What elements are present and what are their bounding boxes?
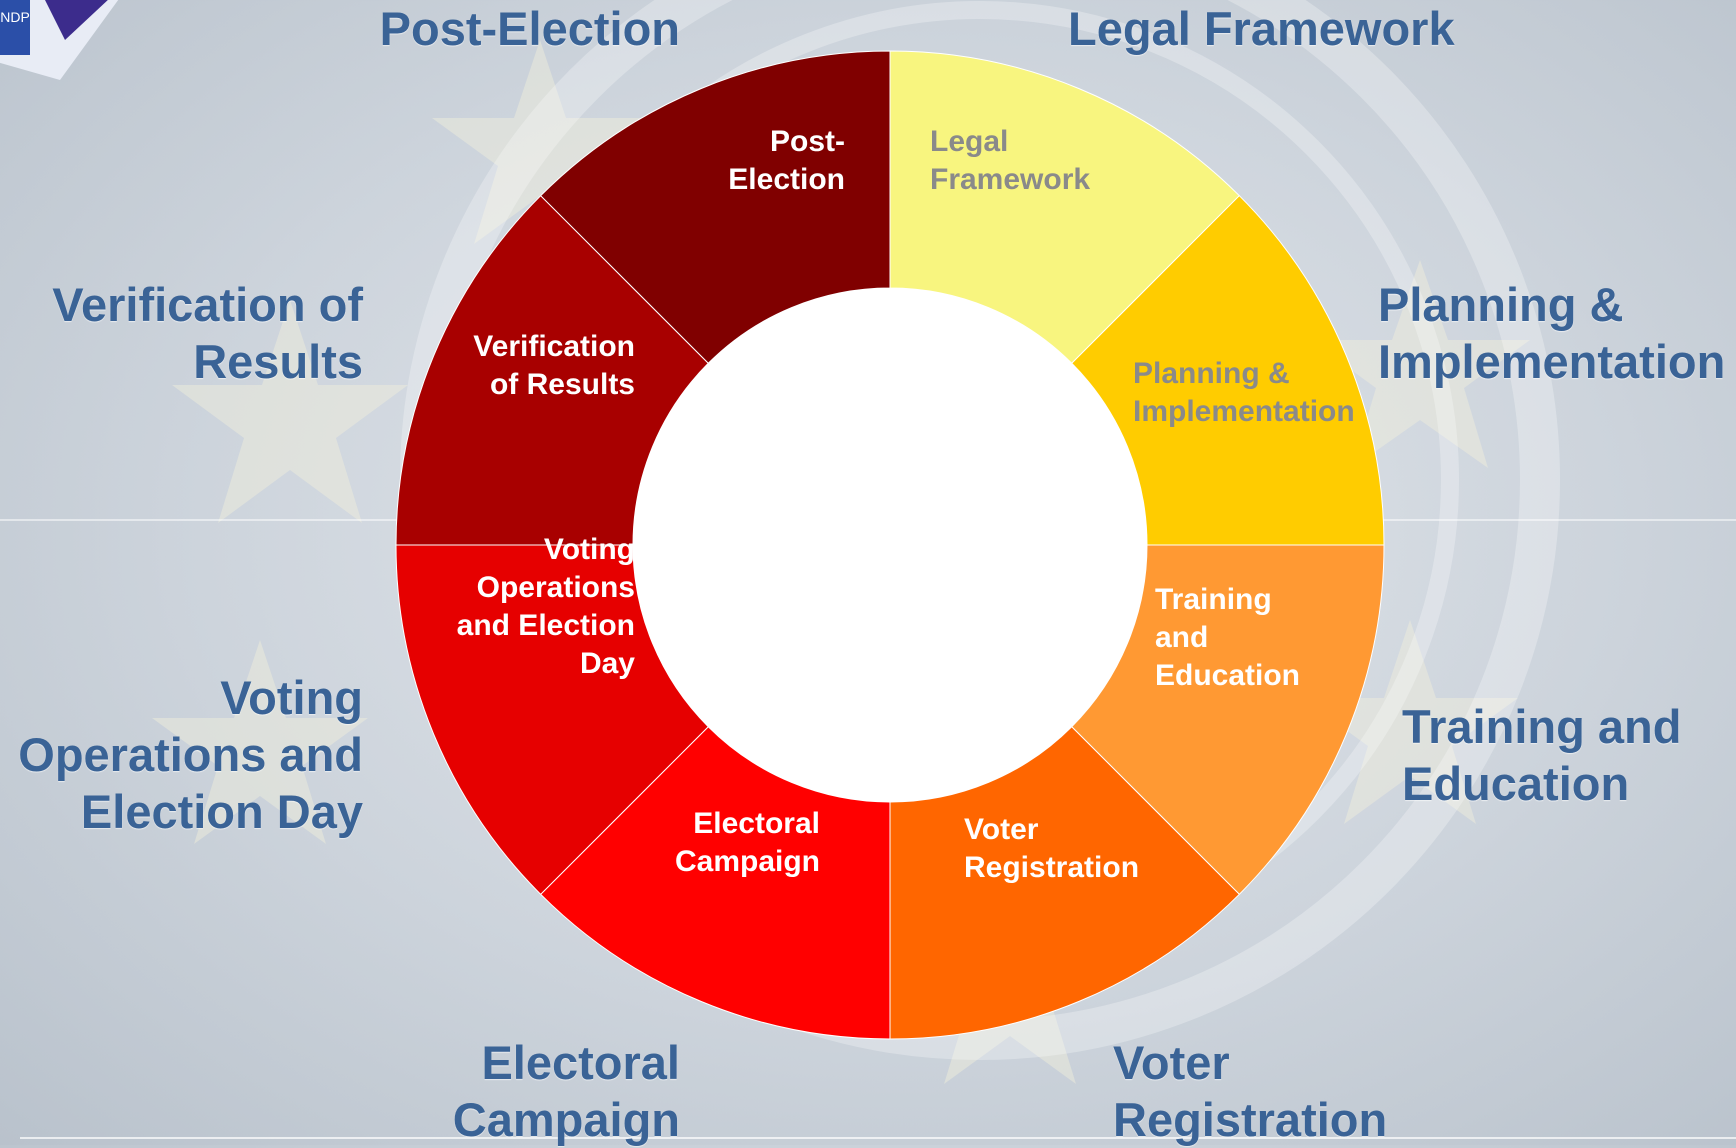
star-shape <box>1310 260 1530 468</box>
slice-label-planning-implementation: Planning &Implementation <box>1133 357 1355 428</box>
logo-text: UNDP <box>0 9 30 25</box>
center-hole <box>633 288 1147 802</box>
outer-label-verification: Verification of Results <box>52 278 363 388</box>
outer-label-planning: Planning & Implementation <box>1378 278 1726 388</box>
star-shape <box>432 40 648 244</box>
outer-label-voting: Voting Operations and Election Day <box>18 671 363 838</box>
slice-label-post-election: Post-Election <box>728 125 845 196</box>
star-shape <box>1302 620 1518 824</box>
outer-label-training: Training and Education <box>1402 700 1682 810</box>
star-shape <box>152 640 368 844</box>
outer-label-voter: Voter Registration <box>1113 1036 1388 1146</box>
outer-label-post-election: Post-Election <box>379 2 680 55</box>
undp-logo: UNDP <box>0 0 119 80</box>
outer-label-electoral: Electoral Campaign <box>452 1036 680 1146</box>
star-shape <box>172 300 408 523</box>
outer-label-legal-framework: Legal Framework <box>1068 2 1455 55</box>
